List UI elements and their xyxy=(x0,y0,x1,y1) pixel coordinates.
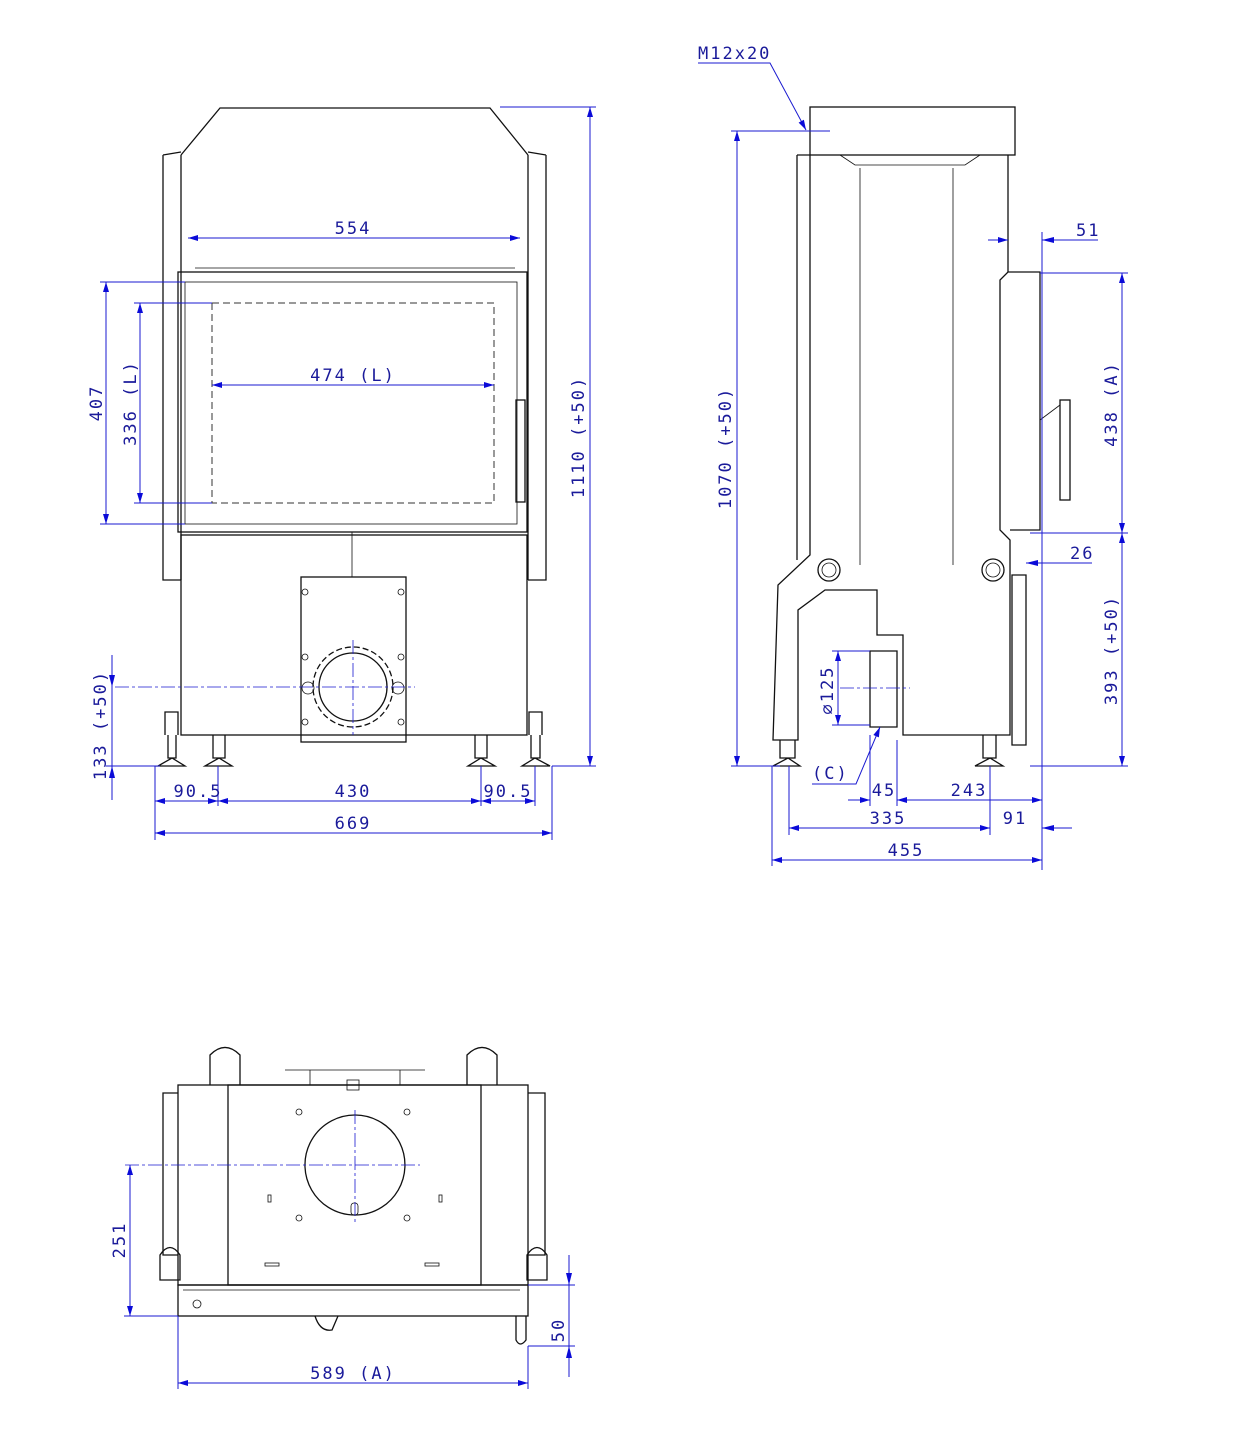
door-frame xyxy=(177,271,528,533)
dim-438: 438 (A) xyxy=(1102,361,1122,447)
dim-407: 407 xyxy=(87,385,107,422)
top-box xyxy=(809,106,1016,156)
door-handle-side xyxy=(1059,399,1071,501)
dim-flue-diameter: ∅125 xyxy=(818,666,838,715)
lower-body xyxy=(180,534,528,736)
dim-474: 474 (L) xyxy=(310,366,396,386)
dim-589: 589 (A) xyxy=(310,1364,396,1384)
plan-dimensions: 251 50 589 (A) xyxy=(110,1165,575,1389)
flue-plate xyxy=(300,576,407,743)
side-dimensions: M12x20 1070 (+50) 51 438 (A) 393 (+50) 2… xyxy=(698,44,1128,870)
dim-51: 51 xyxy=(1076,221,1100,241)
dim-1070: 1070 (+50) xyxy=(716,387,736,509)
dim-91: 91 xyxy=(1003,809,1027,829)
dim-669: 669 xyxy=(335,814,372,834)
dim-335: 335 xyxy=(870,809,907,829)
dim-90-5-right: 90.5 xyxy=(484,782,533,802)
dim-455: 455 xyxy=(888,841,925,861)
front-view xyxy=(115,107,551,767)
dim-336: 336 (L) xyxy=(121,360,141,446)
side-view xyxy=(772,106,1071,767)
dim-90-5-left: 90.5 xyxy=(174,782,223,802)
flue-spigot xyxy=(869,650,898,728)
adjustable-feet xyxy=(155,711,551,767)
dim-554: 554 xyxy=(335,219,372,239)
dim-133: 133 (+50) xyxy=(91,670,111,780)
door-handle xyxy=(515,399,526,503)
front-dimensions: 554 474 (L) 407 336 (L) 1110 (+50) 133 (… xyxy=(87,106,596,840)
plan-view xyxy=(125,1046,548,1345)
flue-label-c: (C) xyxy=(812,764,849,784)
dim-243: 243 xyxy=(951,781,988,801)
dim-251: 251 xyxy=(110,1222,130,1259)
dim-26: 26 xyxy=(1070,544,1094,564)
dim-393: 393 (+50) xyxy=(1102,595,1122,705)
dim-50: 50 xyxy=(549,1318,569,1342)
dim-430: 430 xyxy=(335,782,372,802)
glass-outline xyxy=(211,302,495,504)
hood xyxy=(180,107,529,156)
thread-label: M12x20 xyxy=(698,44,771,64)
door-plan xyxy=(177,1284,529,1317)
dim-1110: 1110 (+50) xyxy=(569,376,589,498)
dim-45: 45 xyxy=(872,781,896,801)
